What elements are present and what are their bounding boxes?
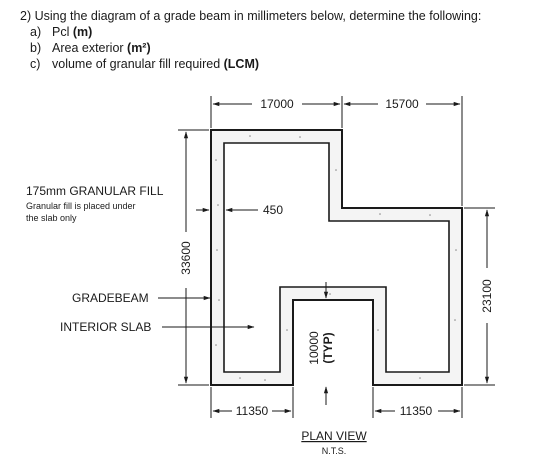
item-text: Pcl xyxy=(52,25,73,39)
item-text: Area exterior xyxy=(52,41,128,55)
item-unit: (m²) xyxy=(127,41,151,55)
question-item-c: c) volume of granular fill required (LCM) xyxy=(20,56,481,72)
granular-fill-note-line1: Granular fill is placed under xyxy=(26,201,136,211)
dimension-notch-note: (TYP) xyxy=(321,332,335,363)
item-text: volume of granular fill required xyxy=(52,57,224,71)
gradebeam-inner-outline xyxy=(223,142,450,373)
dimension-right-label: 23100 xyxy=(480,279,494,313)
question-item-b: b) Area exterior (m²) xyxy=(20,40,481,56)
scale-note: N.T.S. xyxy=(322,446,347,456)
question-item-a: a) Pcl (m) xyxy=(20,24,481,40)
dimension-top-right-label: 15700 xyxy=(385,97,419,111)
dimension-top-left-label: 17000 xyxy=(260,97,294,111)
item-letter: c) xyxy=(30,57,41,71)
question-block: 2) Using the diagram of a grade beam in … xyxy=(20,8,481,72)
dimension-beam-width-label: 450 xyxy=(263,203,283,217)
dimension-left-label: 33600 xyxy=(179,241,193,275)
concrete-stipple xyxy=(215,135,457,381)
dimension-bottom xyxy=(210,387,463,418)
granular-fill-title: 175mm GRANULAR FILL xyxy=(26,184,164,198)
dimension-top xyxy=(210,96,463,206)
dimension-bottom-left-label: 11350 xyxy=(236,404,269,418)
dimension-notch-label: 10000 xyxy=(307,331,321,365)
item-unit: (LCM) xyxy=(223,57,260,71)
question-intro: 2) Using the diagram of a grade beam in … xyxy=(20,9,482,23)
dimension-left xyxy=(178,129,209,386)
dimension-bottom-right-label: 11350 xyxy=(400,404,433,418)
view-title: PLAN VIEW xyxy=(301,429,367,443)
item-letter: b) xyxy=(30,41,42,55)
interior-slab-label: INTERIOR SLAB xyxy=(60,320,151,334)
dimension-right xyxy=(464,207,495,386)
item-unit: (m) xyxy=(72,25,93,39)
item-letter: a) xyxy=(30,25,42,39)
gradebeam-label: GRADEBEAM xyxy=(72,291,149,305)
granular-fill-note-line2: the slab only xyxy=(26,213,77,223)
